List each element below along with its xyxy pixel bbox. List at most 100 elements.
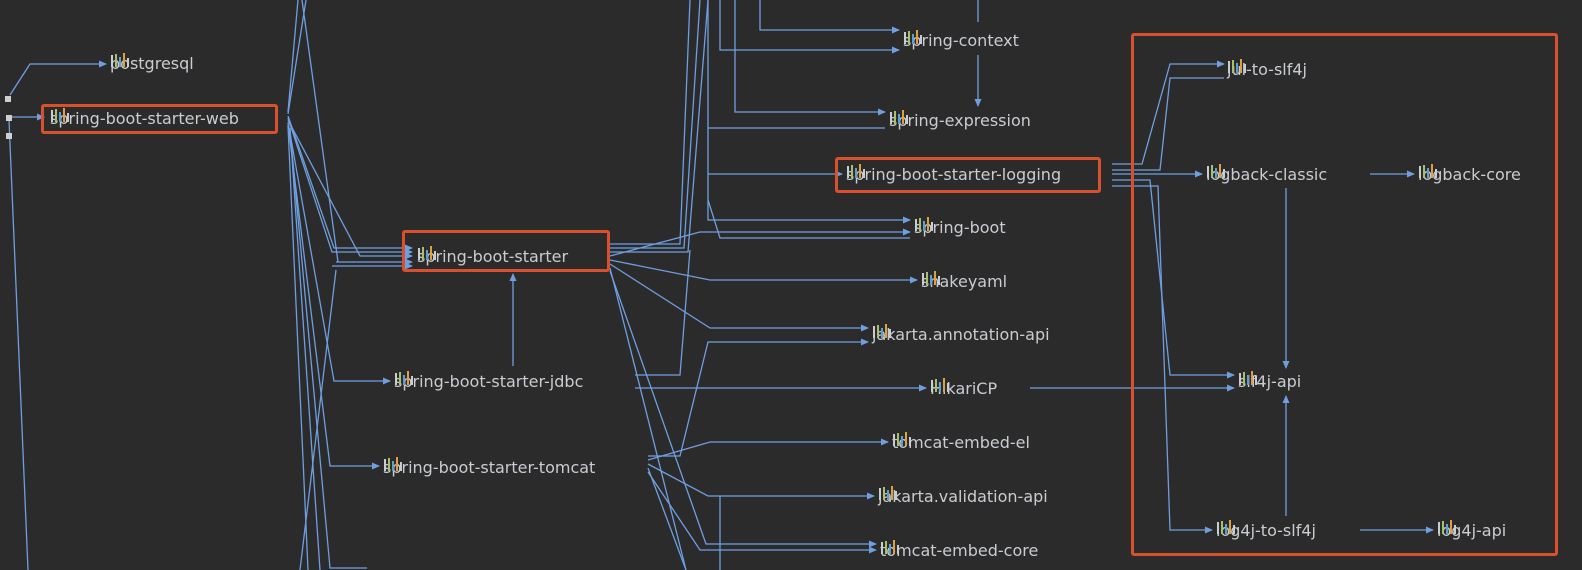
node-label: spring-boot-starter-tomcat xyxy=(383,458,596,477)
node-spring-boot-starter-logging[interactable]: spring-boot-starter-logging xyxy=(846,164,1061,186)
dependency-edge xyxy=(707,199,910,239)
node-label: spring-expression xyxy=(889,111,1031,130)
node-spring-boot-starter-jdbc[interactable]: spring-boot-starter-jdbc xyxy=(394,371,583,393)
maven-library-icon xyxy=(873,324,891,338)
dependency-edge xyxy=(287,117,413,256)
maven-library-icon xyxy=(395,371,413,385)
dependency-edge xyxy=(707,0,911,224)
node-spring-boot-starter-web[interactable]: spring-boot-starter-web xyxy=(50,108,239,130)
dependency-edge xyxy=(287,125,309,570)
maven-library-icon xyxy=(904,30,922,44)
node-label: logback-classic xyxy=(1206,165,1328,184)
maven-library-icon xyxy=(418,246,436,260)
dependency-edge xyxy=(610,0,709,253)
maven-library-icon xyxy=(1207,164,1225,178)
dependency-edge xyxy=(609,267,687,570)
node-snakeyaml[interactable]: snakeyaml xyxy=(921,271,1007,293)
collapse-handle[interactable] xyxy=(6,115,12,121)
node-spring-context[interactable]: spring-context xyxy=(903,30,1019,52)
maven-library-icon xyxy=(1239,371,1257,385)
maven-library-icon xyxy=(881,540,899,554)
maven-library-icon xyxy=(890,110,908,124)
dependency-edge xyxy=(287,0,299,113)
node-spring-expression[interactable]: spring-expression xyxy=(889,110,1031,132)
node-label: spring-context xyxy=(903,31,1019,50)
node-label: HikariCP xyxy=(930,379,998,398)
highlight-logging-group xyxy=(1131,33,1558,556)
node-label: jul-to-slf4j xyxy=(1227,60,1307,79)
dependency-edge xyxy=(647,463,875,500)
collapse-handle[interactable] xyxy=(5,96,11,102)
dependency-edge xyxy=(9,60,107,96)
dependency-edge xyxy=(610,0,691,245)
maven-library-icon xyxy=(1228,59,1246,73)
dependency-edge xyxy=(635,249,691,376)
dependency-edge xyxy=(647,467,687,570)
maven-library-icon xyxy=(51,108,69,122)
dependency-edge xyxy=(287,123,380,470)
highlight-spring-boot-starter-web xyxy=(41,104,278,134)
dependency-edge xyxy=(287,121,391,385)
highlight-spring-boot-starter xyxy=(402,230,610,272)
dependency-edge xyxy=(609,263,869,332)
node-slf4j-api[interactable]: slf4j-api xyxy=(1238,371,1301,393)
node-spring-boot[interactable]: spring-boot xyxy=(914,217,1006,239)
dependency-edge xyxy=(759,0,900,34)
maven-library-icon xyxy=(879,486,897,500)
maven-library-icon xyxy=(1438,520,1456,534)
node-logback-classic[interactable]: logback-classic xyxy=(1206,164,1327,186)
node-label: tomcat-embed-el xyxy=(892,433,1030,452)
node-label: slf4j-api xyxy=(1238,372,1302,391)
node-label: postgresql xyxy=(110,54,194,73)
maven-library-icon xyxy=(915,217,933,231)
node-tomcat-embed-core[interactable]: tomcat-embed-core xyxy=(880,540,1038,562)
maven-library-icon xyxy=(922,271,940,285)
dependency-edge xyxy=(647,471,877,554)
node-label: tomcat-embed-core xyxy=(880,541,1039,560)
node-jakarta-validation-api[interactable]: jakarta.validation-api xyxy=(878,486,1048,508)
maven-library-icon xyxy=(1217,520,1235,534)
dependency-edge xyxy=(1112,77,1224,171)
maven-library-icon xyxy=(931,378,949,392)
node-label: spring-boot xyxy=(914,218,1006,237)
dependency-edge xyxy=(289,129,367,569)
dependency-edge xyxy=(609,259,918,284)
dependency-edge xyxy=(647,438,889,461)
node-spring-boot-starter[interactable]: spring-boot-starter xyxy=(417,246,568,268)
node-hikaricp[interactable]: HikariCP xyxy=(930,378,997,400)
node-label: jakarta.annotation-api xyxy=(872,325,1050,344)
node-label: jakarta.validation-api xyxy=(878,487,1048,506)
dependency-edge xyxy=(609,228,911,257)
maven-library-icon xyxy=(893,432,911,446)
highlight-spring-boot-starter-logging xyxy=(835,157,1101,193)
dependency-edge xyxy=(609,270,877,548)
collapse-handle[interactable] xyxy=(6,133,12,139)
node-label: snakeyaml xyxy=(921,272,1008,291)
dependency-edge xyxy=(1112,60,1225,165)
node-log4j-to-slf4j[interactable]: log4j-to-slf4j xyxy=(1216,520,1316,542)
maven-library-icon xyxy=(111,53,129,67)
dependency-edge xyxy=(719,0,900,54)
node-jul-to-slf4j[interactable]: jul-to-slf4j xyxy=(1227,59,1307,81)
node-label: spring-boot-starter-web xyxy=(50,109,239,128)
dependency-edge xyxy=(287,115,413,252)
dependency-edge xyxy=(8,119,29,570)
node-logback-core[interactable]: logback-core xyxy=(1418,164,1521,186)
dependency-edge xyxy=(610,0,701,249)
node-spring-boot-starter-tomcat[interactable]: spring-boot-starter-tomcat xyxy=(383,457,595,479)
dependency-edge xyxy=(734,0,886,116)
node-label: spring-boot-starter-jdbc xyxy=(394,372,584,391)
maven-library-icon xyxy=(384,457,402,471)
node-postgresql[interactable]: postgresql xyxy=(110,53,194,75)
node-jakarta-annotation-api[interactable]: jakarta.annotation-api xyxy=(872,324,1050,346)
maven-library-icon xyxy=(1419,164,1437,178)
dependency-edge xyxy=(299,269,337,570)
dependency-edge xyxy=(289,127,321,570)
node-label: log4j-to-slf4j xyxy=(1216,521,1316,540)
node-log4j-api[interactable]: log4j-api xyxy=(1437,520,1506,542)
node-label: spring-boot-starter xyxy=(417,247,569,266)
node-label: logback-core xyxy=(1418,165,1521,184)
node-tomcat-embed-el[interactable]: tomcat-embed-el xyxy=(892,432,1030,454)
